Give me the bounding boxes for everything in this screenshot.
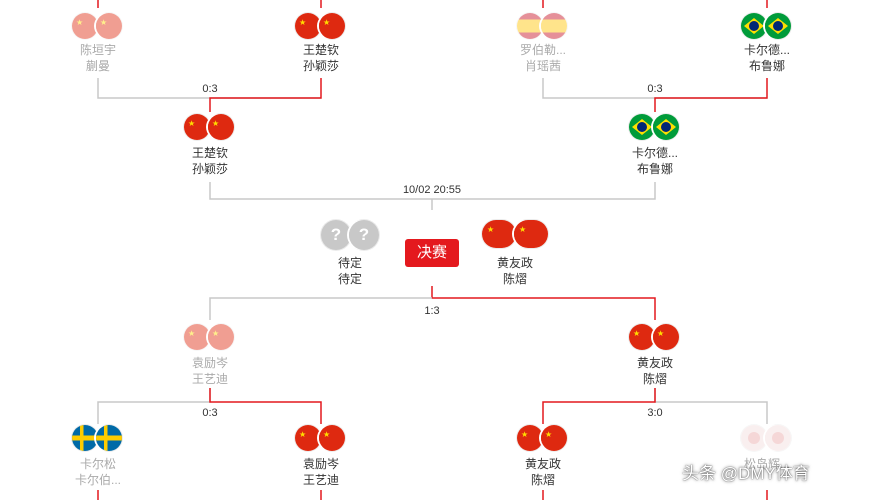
- match-score: 0:3: [202, 83, 218, 95]
- china-flag-icon: ★: [517, 425, 543, 451]
- china-flag-icon: ★: [514, 220, 548, 248]
- china-flag-icon: ★: [184, 324, 210, 350]
- team-flags[interactable]: ★ ★: [629, 324, 681, 350]
- match-datetime: 10/02 20:55: [402, 184, 462, 196]
- china-flag-icon: ★: [629, 324, 655, 350]
- china-flag-icon: ★: [653, 324, 679, 350]
- team-name[interactable]: 黄友政陈熠: [636, 356, 673, 386]
- china-flag-icon: ★: [295, 425, 321, 451]
- match-score: 1:3: [424, 305, 440, 317]
- brazil-flag-icon: [741, 13, 767, 39]
- team-flags[interactable]: ? ?: [321, 220, 379, 250]
- team-name[interactable]: 罗伯勒...肖瑶茜: [519, 43, 566, 73]
- china-flag-icon: ★: [208, 114, 234, 140]
- team-flags[interactable]: ★ ★: [482, 220, 548, 248]
- question-mark-icon: ?: [349, 220, 379, 250]
- team-flags[interactable]: [72, 425, 124, 451]
- spain-flag-icon: [517, 13, 543, 39]
- team-flags[interactable]: [741, 425, 793, 451]
- team-name[interactable]: 王楚钦孙颖莎: [191, 146, 228, 176]
- team-name[interactable]: 袁励岑王艺迪: [191, 356, 228, 386]
- china-flag-icon: ★: [72, 13, 98, 39]
- team-name[interactable]: 陈垣宇蒯曼: [79, 43, 116, 73]
- brazil-flag-icon: [629, 114, 655, 140]
- question-mark-icon: ?: [321, 220, 351, 250]
- team-flags[interactable]: ★ ★: [184, 114, 236, 140]
- final-badge: 决赛: [405, 239, 459, 267]
- team-flags[interactable]: [741, 13, 793, 39]
- team-name[interactable]: 松岛辉...: [743, 457, 790, 471]
- team-flags[interactable]: [629, 114, 681, 140]
- brazil-flag-icon: [653, 114, 679, 140]
- team-name[interactable]: 卡尔德...布鲁娜: [631, 146, 678, 176]
- china-flag-icon: ★: [295, 13, 321, 39]
- japan-flag-icon: [765, 425, 791, 451]
- team-flags[interactable]: ★ ★: [295, 13, 347, 39]
- match-score: 0:3: [202, 407, 218, 419]
- team-name[interactable]: 黄友政陈熠: [524, 457, 561, 487]
- match-score: 0:3: [647, 83, 663, 95]
- team-name[interactable]: 袁励岑王艺迪: [302, 457, 339, 487]
- china-flag-icon: ★: [319, 13, 345, 39]
- team-name[interactable]: 待定待定: [337, 256, 362, 286]
- china-flag-icon: ★: [208, 324, 234, 350]
- team-name[interactable]: 卡尔德...布鲁娜: [743, 43, 790, 73]
- team-name[interactable]: 王楚钦孙颖莎: [302, 43, 339, 73]
- match-score: 3:0: [647, 407, 663, 419]
- china-flag-icon: ★: [482, 220, 516, 248]
- team-name[interactable]: 卡尔松卡尔伯...: [74, 457, 121, 487]
- china-flag-icon: ★: [184, 114, 210, 140]
- team-name[interactable]: 黄友政陈熠: [496, 256, 533, 286]
- china-flag-icon: ★: [319, 425, 345, 451]
- spain-flag-icon: [541, 13, 567, 39]
- sweden-flag-icon: [96, 425, 122, 451]
- brazil-flag-icon: [765, 13, 791, 39]
- team-flags[interactable]: ★ ★: [517, 425, 569, 451]
- china-flag-icon: ★: [96, 13, 122, 39]
- japan-flag-icon: [741, 425, 767, 451]
- watermark: 头条 @DMY体育: [682, 464, 810, 483]
- sweden-flag-icon: [72, 425, 98, 451]
- team-flags[interactable]: [517, 13, 569, 39]
- team-flags[interactable]: ★ ★: [295, 425, 347, 451]
- china-flag-icon: ★: [541, 425, 567, 451]
- team-flags[interactable]: ★ ★: [184, 324, 236, 350]
- team-flags[interactable]: ★ ★: [72, 13, 124, 39]
